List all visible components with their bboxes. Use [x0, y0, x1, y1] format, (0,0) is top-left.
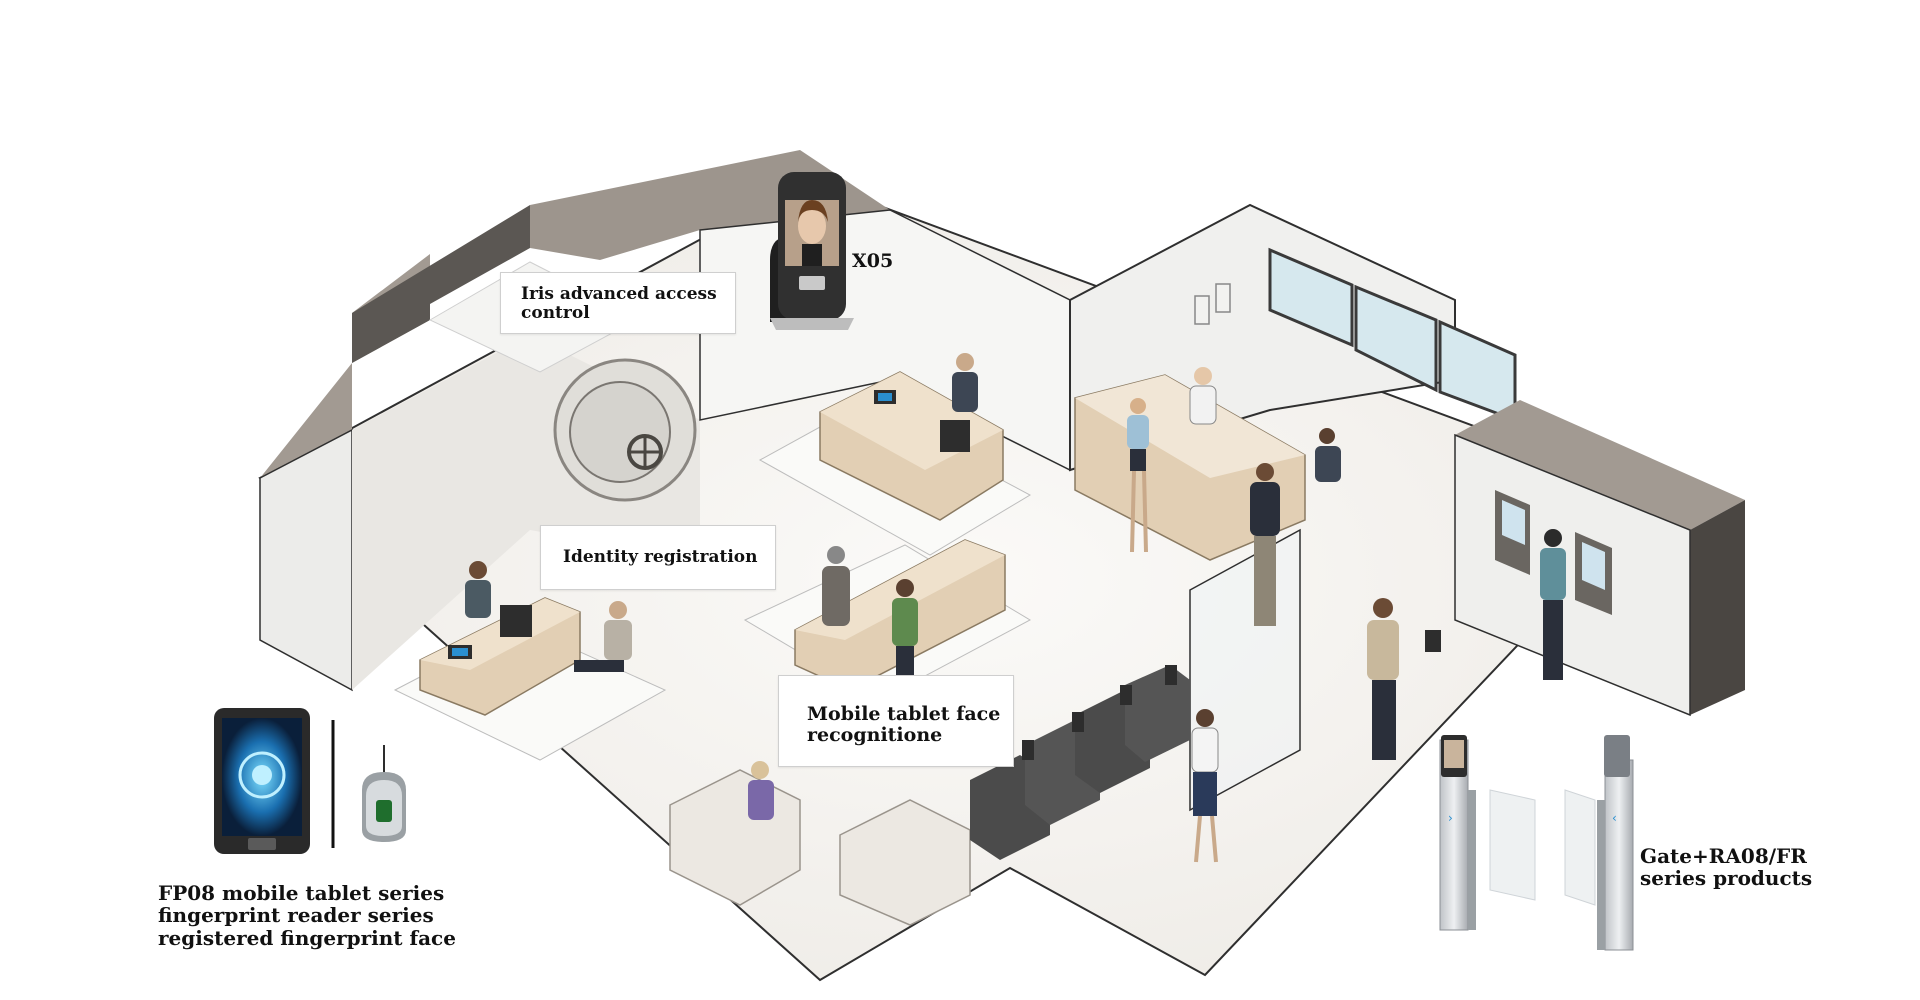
right-block-top — [1455, 400, 1745, 530]
mobile-label-line-1: Mobile tablet face — [807, 703, 1001, 725]
gate-label-line-1: Gate+RA08/FR — [1640, 844, 1807, 868]
identity-registration-label: Identity registration — [540, 525, 776, 590]
mobile-label-line-2: recognitione — [807, 723, 943, 746]
iris-access-label: Iris advanced access control — [500, 272, 736, 334]
right-room-window-3 — [1438, 319, 1517, 423]
center-turnstiles — [970, 665, 1190, 860]
people — [465, 353, 1566, 863]
registration-monitor — [500, 605, 532, 637]
x05-label: X05 — [852, 250, 894, 272]
right-room-window-2 — [1354, 284, 1438, 393]
wall-frame-2 — [1215, 283, 1231, 313]
wall-frame-1 — [1194, 295, 1210, 325]
right-room-window-1 — [1268, 247, 1354, 348]
fingerprint-reader — [362, 745, 406, 842]
x05-device — [770, 172, 854, 330]
right-block-dark — [1690, 500, 1745, 715]
fp08-label: FP08 mobile tablet series fingerprint re… — [158, 881, 456, 950]
fp08-label-line-1: FP08 mobile tablet series — [158, 881, 445, 905]
gate-label-line-2: series products — [1640, 866, 1813, 891]
fp08-tablet — [214, 708, 310, 854]
vault-door-inner — [569, 381, 671, 483]
iris-label-line-2: control — [521, 302, 590, 323]
gate-ra08-device: › ‹ — [1439, 735, 1634, 951]
mobile-tablet-label: Mobile tablet face recognitione — [778, 675, 1014, 767]
manager-monitor — [940, 420, 970, 452]
fp08-label-line-3: registered fingerprint face — [158, 925, 456, 950]
gate-label: Gate+RA08/FR series products — [1640, 845, 1812, 890]
fp08-label-line-2: fingerprint reader series — [158, 903, 434, 928]
iris-label-line-1: Iris advanced access — [521, 284, 717, 304]
svg-text:›: › — [1448, 811, 1453, 825]
left-dark-wall — [352, 205, 530, 363]
identity-label-text: Identity registration — [563, 547, 758, 567]
svg-text:‹: ‹ — [1612, 811, 1617, 825]
armchair-right — [839, 799, 971, 926]
